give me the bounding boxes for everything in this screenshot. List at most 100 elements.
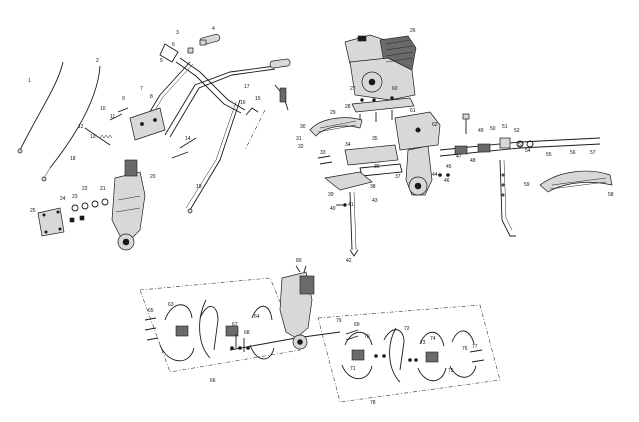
depth-stake	[349, 191, 353, 251]
tine-bolt	[144, 317, 157, 321]
bolt	[117, 107, 129, 113]
part-label: 15	[255, 96, 261, 102]
part-label: 70	[364, 334, 370, 340]
part-label: 26	[410, 28, 416, 34]
cover-bolt	[56, 210, 60, 214]
nut	[438, 173, 442, 177]
part-label: 16	[240, 100, 246, 106]
handlebar-right	[179, 57, 246, 111]
part-label: 67	[232, 322, 238, 328]
left-tine-group-box	[139, 277, 301, 373]
fender-ribs	[549, 177, 607, 190]
part-label: 35	[372, 136, 378, 142]
arm-clamp	[477, 143, 491, 153]
control-rod	[189, 99, 241, 211]
tine-blade	[251, 305, 273, 321]
tine-pin	[345, 329, 359, 335]
tine-labels: 63 64 65 66 67 68 69 70 71 72 73 74 75 7…	[148, 258, 478, 406]
part-label: 42	[346, 258, 352, 264]
tine-blade	[419, 331, 445, 347]
part-label: 7	[140, 86, 143, 92]
tine-blade	[249, 344, 275, 360]
tine-blade	[344, 331, 373, 346]
nut	[79, 215, 85, 221]
cover-bolt	[42, 213, 46, 217]
part-label: 34	[345, 142, 351, 148]
part-label: 44	[432, 172, 438, 178]
part-label: 59	[524, 182, 530, 188]
part-label: 22	[82, 186, 88, 192]
clutch-cable-end	[43, 167, 51, 179]
recoil-starter-center	[368, 78, 376, 86]
side-cover	[37, 207, 65, 237]
part-label: 17	[244, 84, 250, 90]
part-label: 23	[72, 194, 78, 200]
tine-nut	[414, 358, 418, 362]
stud	[359, 110, 393, 124]
part-label: 20	[150, 174, 156, 180]
part-label: 18	[70, 156, 76, 162]
tine-blade	[199, 306, 219, 351]
gearbox-detail	[115, 195, 141, 213]
part-label: 46	[444, 178, 450, 184]
tine-bolt	[144, 327, 157, 331]
pin	[179, 137, 197, 149]
throttle-lever	[159, 43, 179, 63]
part-label: 63	[168, 302, 174, 308]
part-label: 10	[100, 106, 106, 112]
vertical-stake-inner	[503, 159, 513, 231]
handlebar-assembly	[17, 33, 291, 251]
part-label: 12	[78, 124, 84, 130]
arm-clamp	[499, 137, 511, 149]
shift-bracket	[124, 159, 138, 177]
left-fender	[309, 117, 363, 137]
tine-hub-center	[297, 339, 303, 345]
engine-fins	[385, 39, 414, 63]
part-label: 53	[518, 142, 524, 148]
rod-end	[187, 208, 193, 214]
part-label: 61	[410, 108, 416, 114]
arm-clamp	[454, 145, 468, 155]
part-label: 60	[392, 86, 398, 92]
washer	[91, 200, 99, 208]
throttle-cable	[19, 61, 64, 151]
tine-nut	[238, 346, 242, 350]
part-label: 45	[446, 164, 452, 170]
spacer	[199, 39, 207, 46]
tine-flange	[175, 325, 189, 337]
part-label: 31	[296, 136, 302, 142]
part-label: 25	[30, 208, 36, 214]
part-label: 79	[336, 318, 342, 324]
part-label: 80	[296, 258, 302, 264]
part-label: 40	[330, 206, 336, 212]
part-label: 68	[244, 330, 250, 336]
transmission-hub-center	[414, 182, 422, 190]
tine-blade	[389, 327, 401, 383]
tine-pin	[345, 335, 359, 341]
tine-transmission-top	[295, 265, 307, 273]
part-label: 50	[490, 126, 496, 132]
depth-stake-bracket	[324, 171, 373, 191]
pin-cap	[462, 113, 470, 120]
part-label: 2	[96, 58, 99, 64]
washer	[101, 198, 109, 206]
bolt	[153, 118, 157, 122]
part-label: 19	[196, 184, 202, 190]
stake-hole	[501, 183, 505, 187]
washer	[526, 140, 534, 148]
vertical-stake	[499, 159, 516, 237]
bolt	[372, 98, 376, 102]
part-label: 37	[395, 174, 401, 180]
tine-nut	[230, 346, 234, 350]
stake-hole	[501, 193, 505, 197]
lever-bracket	[279, 87, 287, 103]
tine-blade	[449, 365, 477, 378]
fender-ribs	[317, 120, 357, 133]
bolt	[360, 98, 364, 102]
tine-blade	[417, 367, 447, 382]
control-lever	[245, 107, 259, 116]
clutch-cable	[49, 65, 101, 169]
part-label: 9	[122, 96, 125, 102]
tine-blade	[164, 304, 193, 321]
